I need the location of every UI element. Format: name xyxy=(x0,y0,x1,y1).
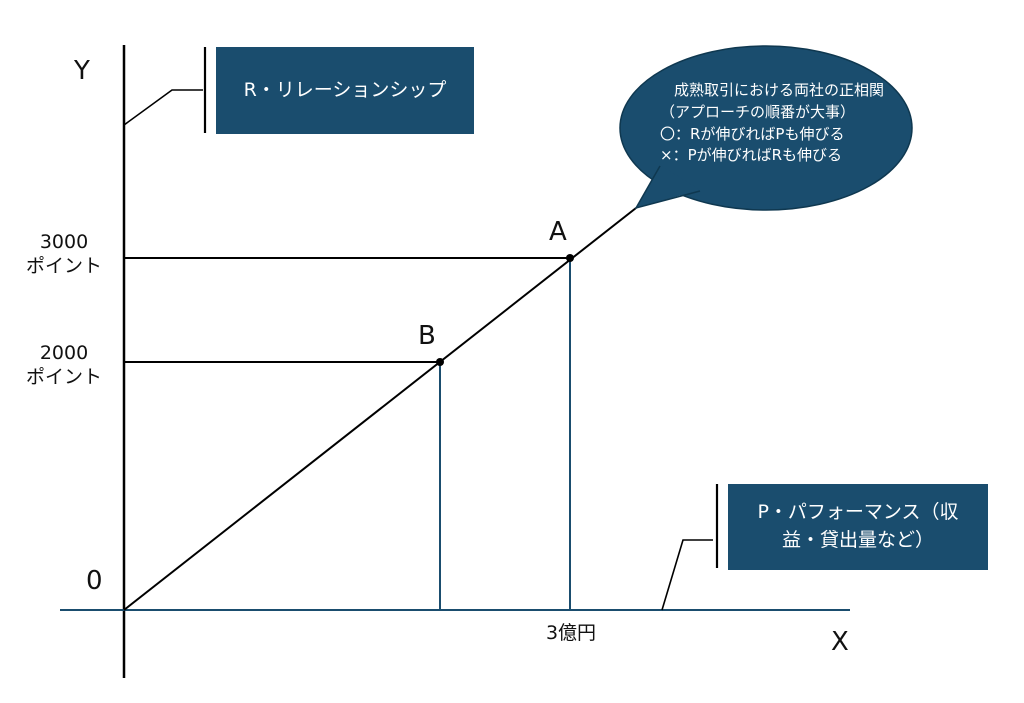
x-tick-3oku: 3億円 xyxy=(545,622,597,644)
y-tick-2000-value: 2000 xyxy=(39,342,89,364)
correlation-line xyxy=(123,207,637,611)
performance-leader xyxy=(661,539,713,611)
y-tick-2000: 2000 ポイント xyxy=(12,342,116,390)
y-tick-3000-unit: ポイント xyxy=(25,254,102,277)
performance-box: P・パフォーマンス（収 益・貸出量など） xyxy=(728,484,988,570)
bubble-line-3: 〇：Rが伸びればPも伸びる xyxy=(660,124,845,143)
bubble-line-1: 成熟取引における両社の正相関 xyxy=(674,81,885,99)
y-tick-2000-unit: ポイント xyxy=(25,365,102,388)
speech-bubble-text: 成熟取引における両社の正相関 （アプローチの順番が大事） 〇：Rが伸びればPも伸… xyxy=(660,80,885,167)
origin-label: 0 xyxy=(86,566,103,596)
performance-line-1: P・パフォーマンス（収 xyxy=(757,501,959,524)
point-b-label: B xyxy=(418,321,436,351)
point-a-label: A xyxy=(549,217,567,247)
point-a-marker xyxy=(566,254,574,262)
relationship-box: R・リレーションシップ xyxy=(216,47,474,134)
y-tick-3000: 3000 ポイント xyxy=(12,231,116,279)
bubble-line-4: ×：Pが伸びればRも伸びる xyxy=(660,146,843,165)
bubble-line-2: （アプローチの順番が大事） xyxy=(660,102,856,121)
x-axis-label: X xyxy=(831,627,849,657)
performance-line-2: 益・貸出量など） xyxy=(781,529,934,551)
y-tick-3000-value: 3000 xyxy=(39,231,89,253)
point-b-marker xyxy=(436,358,444,366)
y-axis-label: Y xyxy=(74,56,90,86)
speech-bubble xyxy=(619,45,913,211)
relationship-leader xyxy=(123,89,203,126)
